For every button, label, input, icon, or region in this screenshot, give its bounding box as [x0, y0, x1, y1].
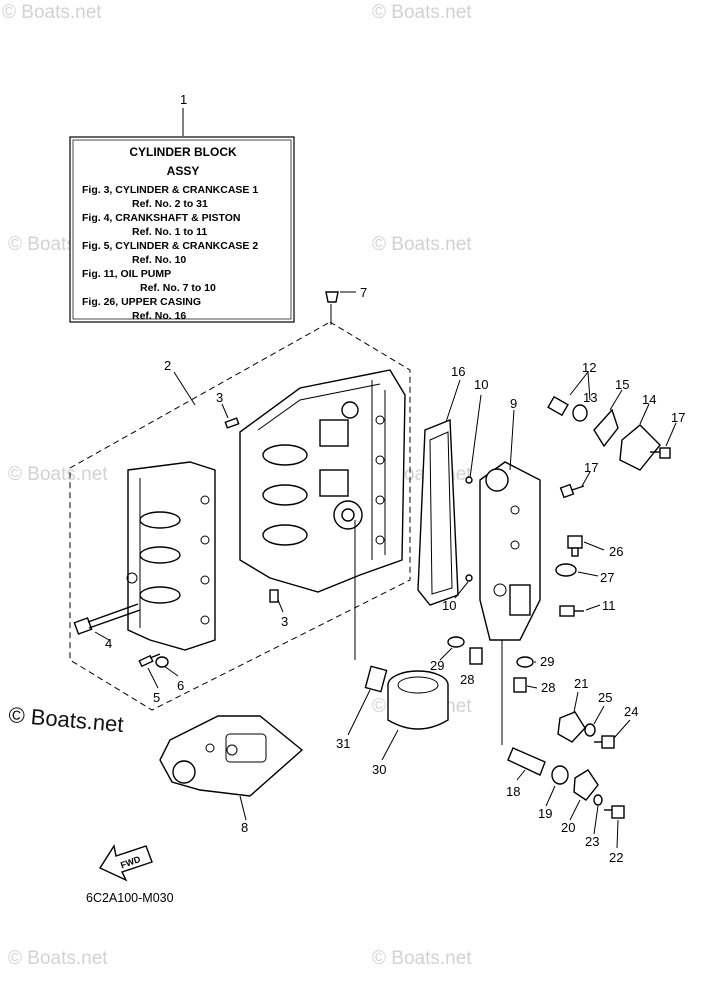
callout-16: 16	[451, 364, 465, 379]
watermark: © Boats.net	[372, 948, 472, 969]
callout-20: 20	[561, 820, 575, 835]
callout-3: 3	[281, 614, 288, 629]
callout-13: 13	[583, 390, 597, 405]
gasket-13	[572, 404, 588, 422]
o-ring-27	[555, 563, 577, 577]
bolt-4	[73, 603, 141, 635]
box-ref-line: Ref. No. 1 to 11	[132, 226, 207, 238]
callout-11: 11	[602, 598, 616, 613]
callout-23: 23	[585, 834, 599, 849]
diagram-code: 6C2A100-M030	[86, 891, 174, 905]
callout-15: 15	[615, 377, 629, 392]
callout-17: 17	[671, 410, 685, 425]
callout-18: 18	[506, 784, 520, 799]
bolt-24	[594, 735, 615, 749]
callout-17: 17	[584, 460, 598, 475]
callout-6: 6	[177, 678, 184, 693]
callout-22: 22	[609, 850, 623, 865]
watermark: © Boats.net	[8, 464, 108, 485]
box-subtitle: ASSY	[167, 164, 200, 178]
dowel-pin	[224, 417, 240, 429]
box-title: CYLINDER BLOCK	[129, 145, 237, 159]
callout-29: 29	[540, 654, 554, 669]
callout-24: 24	[624, 704, 638, 719]
callout-9: 9	[510, 396, 517, 411]
washer-23	[593, 794, 603, 806]
box-ref-line: Ref. No. 7 to 10	[140, 282, 216, 294]
gasket-29	[516, 656, 534, 668]
callout-1: 1	[180, 92, 187, 107]
box-ref-line: Ref. No. 10	[132, 254, 186, 266]
callout-28: 28	[541, 680, 555, 695]
callout-3: 3	[216, 390, 223, 405]
callout-28: 28	[460, 672, 474, 687]
cover-9	[479, 461, 541, 641]
fitting-11	[559, 605, 584, 617]
callout-30: 30	[372, 762, 386, 777]
dowel-pin	[269, 589, 279, 603]
fwd-arrow-icon: FWD	[98, 844, 153, 882]
box-fig-line: Fig. 3, CYLINDER & CRANKCASE 1	[82, 184, 258, 196]
callout-2: 2	[164, 358, 171, 373]
oil-filter-30	[387, 670, 449, 730]
leader-lines	[94, 291, 677, 849]
plug-7	[325, 291, 339, 303]
plug-12	[547, 395, 569, 417]
callout-8: 8	[241, 820, 248, 835]
box-fig-line: Fig. 4, CRANKSHAFT & PISTON	[82, 212, 240, 224]
box-fig-line: Fig. 5, CYLINDER & CRANKCASE 2	[82, 240, 258, 252]
dowel-pin-10	[465, 574, 473, 582]
callout-4: 4	[105, 636, 112, 651]
watermark: © Boats.net	[372, 2, 472, 23]
callout-19: 19	[538, 806, 552, 821]
gasket-15	[593, 408, 619, 448]
watermark-bold: © Boats.net	[8, 702, 125, 737]
box-fig-line: Fig. 11, OIL PUMP	[82, 268, 171, 280]
crankcase	[126, 461, 216, 651]
washer-6	[155, 656, 169, 668]
box-ref-line: Ref. No. 16	[132, 310, 186, 322]
callout-25: 25	[598, 690, 612, 705]
box-fig-line: Fig. 26, UPPER CASING	[82, 296, 201, 308]
callout-7: 7	[360, 285, 367, 300]
callout-14: 14	[642, 392, 656, 407]
assembly-outline	[69, 321, 411, 711]
watermark: © Boats.net	[372, 234, 472, 255]
bolt-5	[138, 653, 161, 668]
bolt-17	[650, 447, 671, 459]
bolt-28	[513, 677, 527, 693]
anode-18	[507, 747, 546, 776]
sensor-26	[567, 535, 583, 557]
callouts: 2 3 3 4 5 6 7 8 9 10 10 11 12 13 14 15 1…	[105, 285, 685, 865]
watermark: © Boats.net	[8, 948, 108, 969]
callout-5: 5	[153, 690, 160, 705]
callout-10: 10	[474, 377, 488, 392]
bracket-21	[557, 711, 586, 743]
callout-12: 12	[582, 360, 596, 375]
cover-20	[573, 769, 599, 801]
callout-31: 31	[336, 736, 350, 751]
gasket-8	[159, 715, 304, 797]
cover-14	[619, 424, 661, 471]
watermark: © Boats.net	[2, 2, 102, 23]
bolt-22	[604, 805, 625, 819]
gasket-29	[447, 636, 465, 648]
bolt-17	[559, 483, 585, 499]
dowel-pin-10	[465, 476, 473, 484]
callout-27: 27	[600, 570, 614, 585]
stud-31	[364, 665, 388, 693]
callout-10: 10	[442, 598, 456, 613]
grommet-19	[551, 765, 569, 785]
info-box: 1 CYLINDER BLOCK ASSY Fig. 3, CYLINDER &…	[69, 92, 295, 323]
callout-29: 29	[430, 658, 444, 673]
cylinder-block	[239, 369, 406, 593]
callout-21: 21	[574, 676, 588, 691]
box-ref-line: Ref. No. 2 to 31	[132, 198, 208, 210]
bolt-28	[469, 647, 483, 665]
callout-26: 26	[609, 544, 623, 559]
washer-25	[584, 723, 596, 737]
